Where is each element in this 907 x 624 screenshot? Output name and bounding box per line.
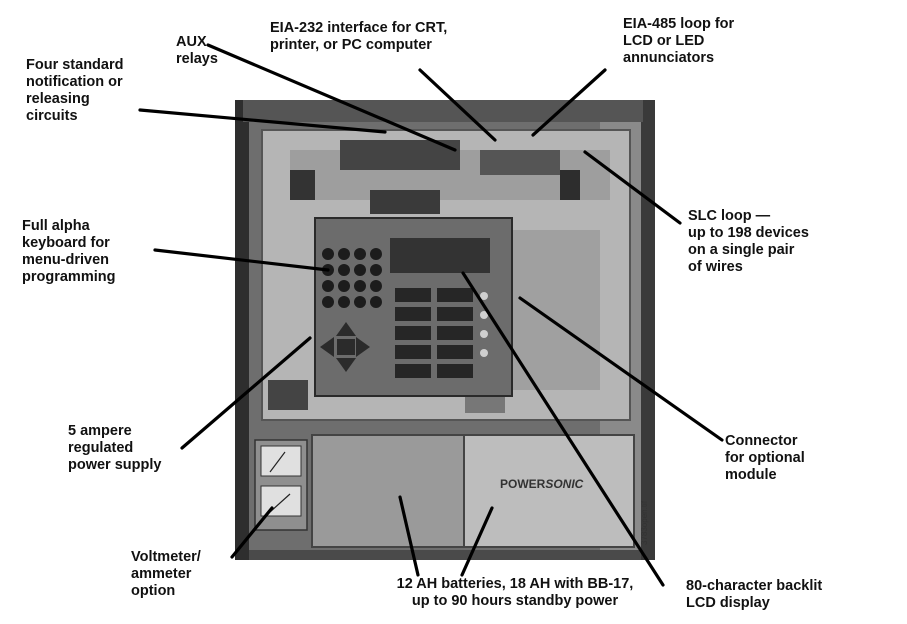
image-reference-text: 3783open.tif xyxy=(640,500,649,545)
leader-notification xyxy=(138,108,387,134)
leader-batteries-left xyxy=(398,495,420,577)
leader-batteries-right xyxy=(460,506,494,577)
meters xyxy=(254,439,308,531)
label-eia232-interface: EIA-232 interface for CRT,printer, or PC… xyxy=(270,20,448,53)
keypad-panel xyxy=(314,217,513,397)
leader-aux xyxy=(206,43,457,152)
leader-eia232 xyxy=(418,68,497,142)
battery-brand-text: POWERSONIC xyxy=(500,477,584,491)
leader-power xyxy=(180,336,312,450)
keypad-buttons xyxy=(322,248,382,308)
leader-keyboard xyxy=(153,248,330,272)
function-keys xyxy=(395,288,473,378)
leader-voltmeter xyxy=(230,506,274,559)
arrow-keys xyxy=(320,322,370,372)
status-leds xyxy=(480,292,488,357)
leader-lcd xyxy=(461,271,665,587)
leader-eia485 xyxy=(531,68,607,137)
leader-lines xyxy=(138,43,724,587)
batteries: POWERSONIC xyxy=(311,434,635,548)
leader-slc xyxy=(583,150,682,225)
label-batteries: 12 AH batteries, 18 AH with BB-17,up to … xyxy=(396,576,634,609)
leader-connector xyxy=(518,296,724,442)
